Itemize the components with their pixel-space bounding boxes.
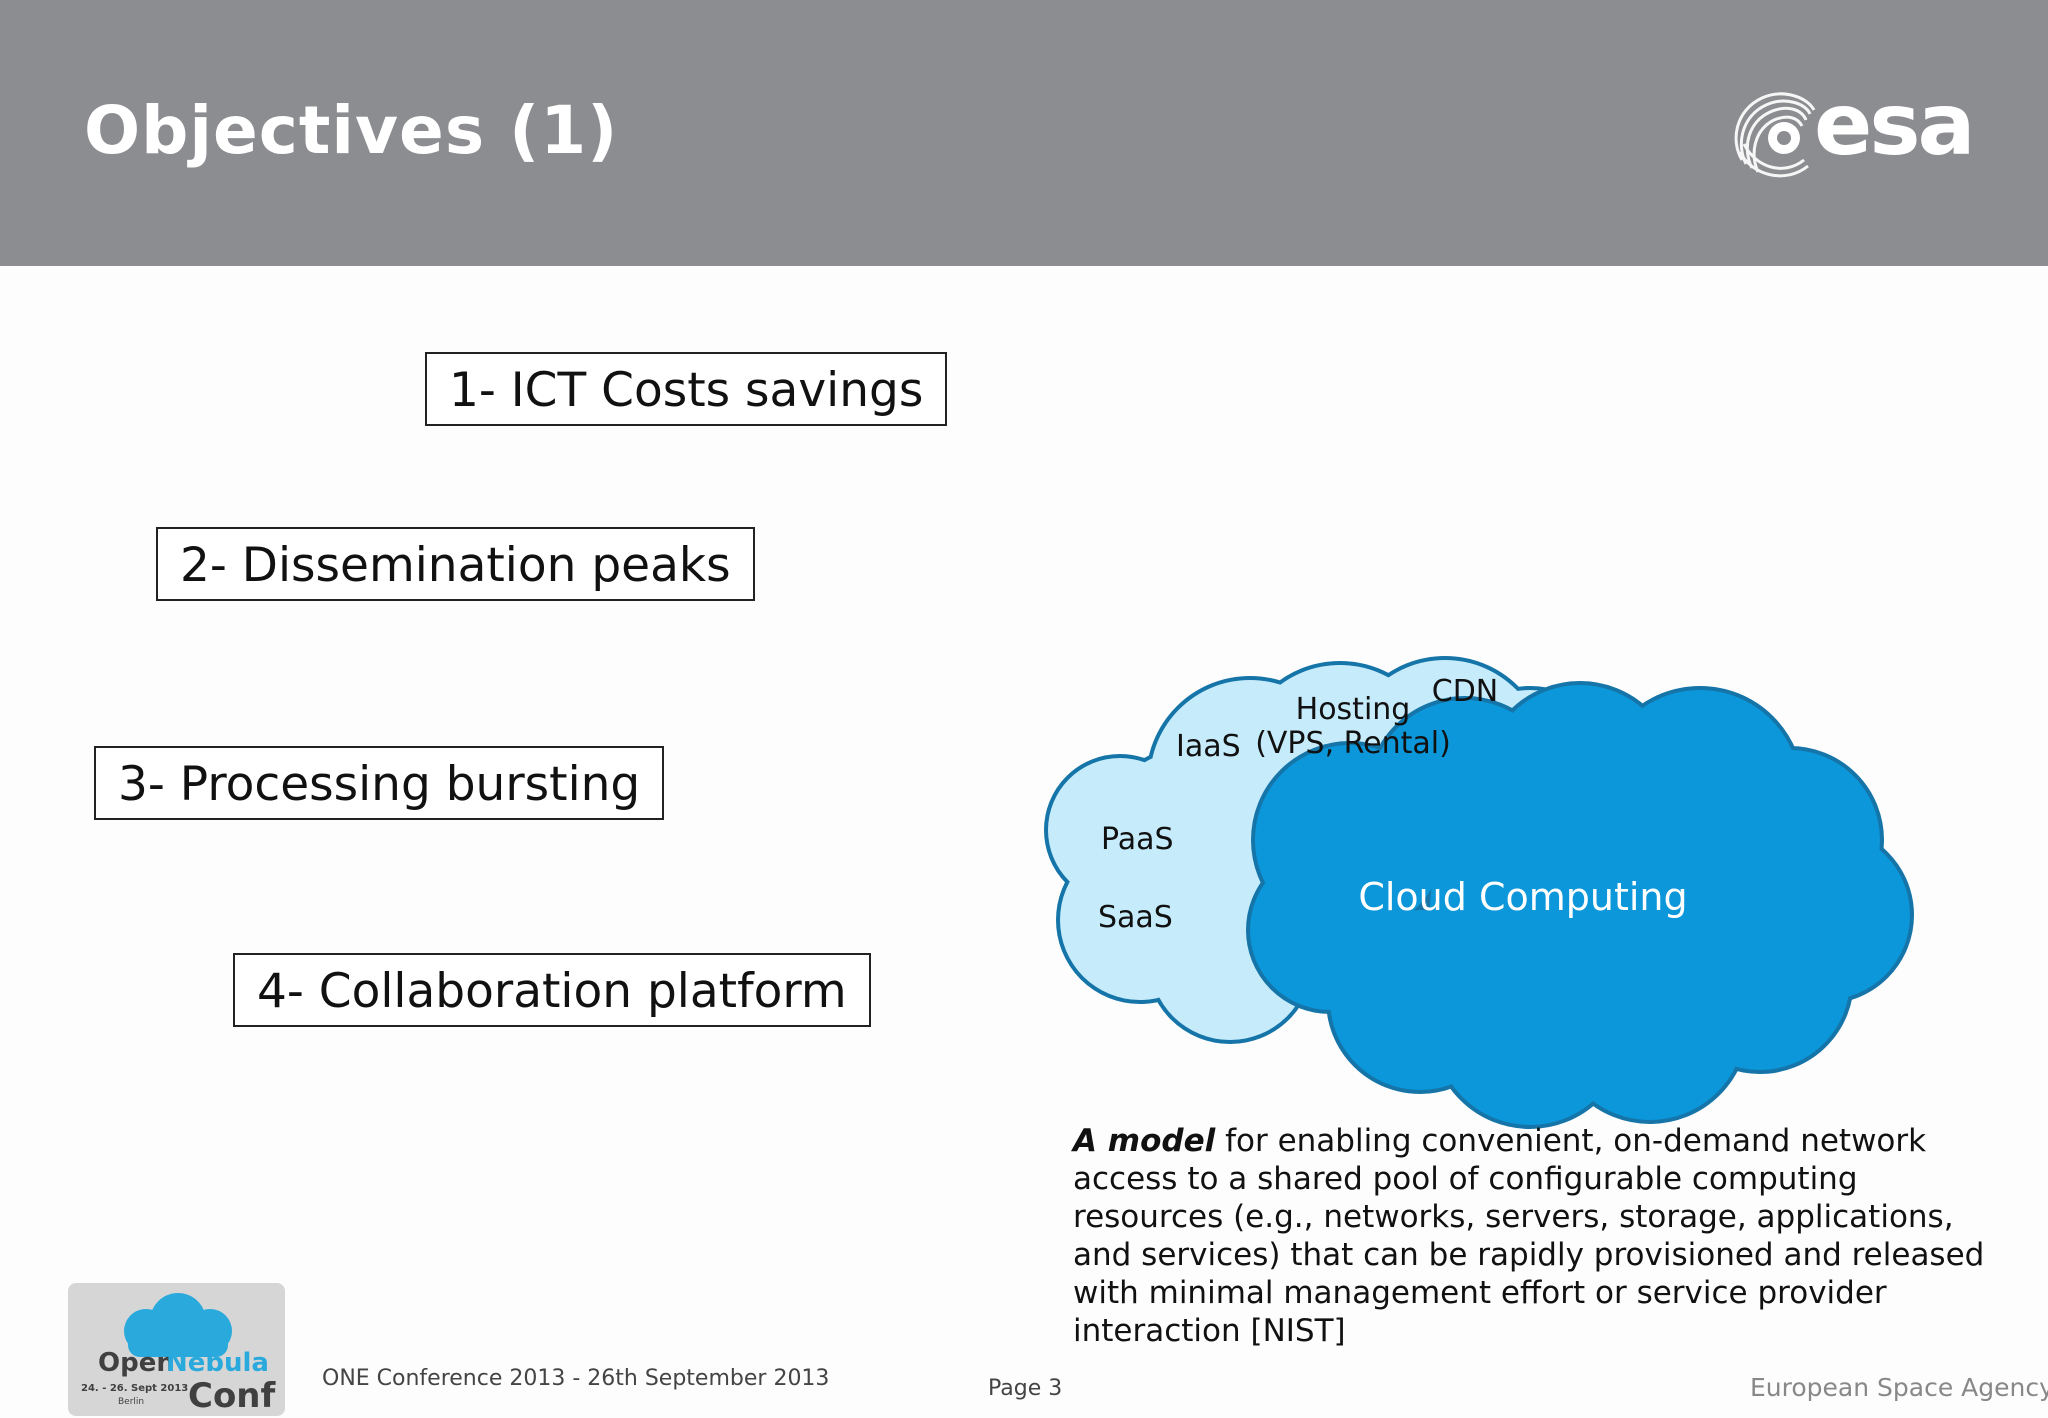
conf-logo-conf: Conf [188, 1376, 277, 1416]
footer-page-number: Page 3 [988, 1376, 1063, 1401]
objective-2-box: 2- Dissemination peaks [156, 527, 755, 601]
nist-definition: A model for enabling convenient, on-dema… [1073, 1122, 2003, 1350]
conf-logo-nebula: Nebula [166, 1348, 269, 1378]
definition-text: for enabling convenient, on-demand netwo… [1073, 1123, 1985, 1349]
footer-conference: ONE Conference 2013 - 26th September 201… [322, 1366, 830, 1391]
objective-3-box: 3- Processing bursting [94, 746, 665, 820]
esa-swirl-icon [1734, 92, 1816, 178]
cloud-computing-cloud [1246, 681, 1914, 1129]
conf-logo-open: Open [98, 1348, 175, 1378]
definition-emphasis: A model [1073, 1123, 1216, 1159]
paas-label: PaaS [1101, 822, 1174, 857]
saas-label: SaaS [1098, 900, 1173, 935]
footer-agency: European Space Agency [1750, 1373, 2048, 1402]
iaas-label: IaaS [1176, 729, 1241, 764]
esa-logo: esa [1722, 80, 2002, 190]
opennebula-conf-logo: Open Nebula 24. - 26. Sept 2013 Berlin C… [68, 1283, 285, 1416]
slide-header: Objectives (1) esa [0, 0, 2048, 266]
cloud-computing-diagram: IaaS PaaS SaaS Hosting (VPS, Rental) CDN… [1044, 656, 1914, 1129]
hosting-sublabel: (VPS, Rental) [1255, 726, 1451, 761]
conference-cloud-icon [124, 1293, 232, 1357]
hosting-label: Hosting [1296, 692, 1411, 727]
objective-4-box: 4- Collaboration platform [233, 953, 871, 1027]
cloud-computing-label: Cloud Computing [1358, 875, 1687, 919]
conf-logo-dates: 24. - 26. Sept 2013 [81, 1383, 188, 1394]
conference-logo-graphic: Open Nebula 24. - 26. Sept 2013 Berlin C… [81, 1293, 277, 1416]
conf-logo-city: Berlin [118, 1397, 144, 1407]
slide-title: Objectives (1) [84, 92, 619, 169]
cdn-label: CDN [1432, 674, 1499, 709]
objective-1-box: 1- ICT Costs savings [425, 352, 948, 426]
esa-wordmark: esa [1814, 75, 1976, 175]
